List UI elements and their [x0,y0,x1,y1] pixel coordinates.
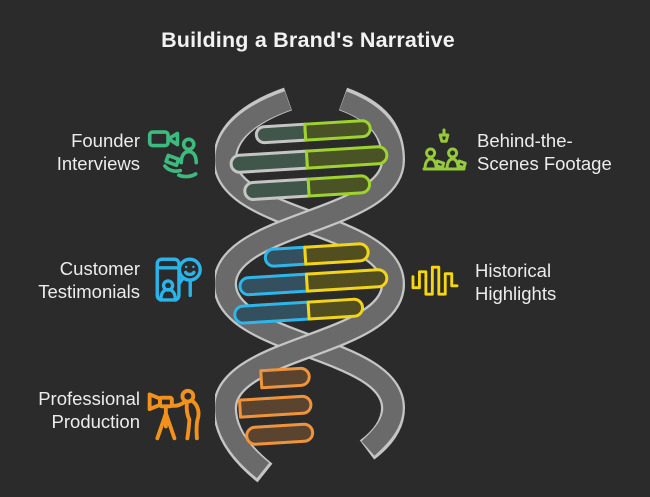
helix-strand-left [215,87,406,483]
label-line: Founder [71,130,140,151]
rung-group-blue-yellow [233,242,389,325]
label-line: Behind-the- [477,130,573,151]
helix-crossover [215,282,405,410]
label-line: Scenes Footage [477,153,612,174]
dna-helix-graphic [215,87,406,483]
label-line: Interviews [56,153,140,174]
camera-tripod-icon [147,388,201,441]
label-line: Highlights [475,283,557,304]
label-line: Professional [38,388,140,409]
film-set-icon [422,128,467,171]
label-historical-highlights: Historical Highlights [475,259,556,305]
label-line: Historical [475,260,552,281]
page-title: Building a Brand's Narrative [161,28,455,52]
label-founder-interviews: Founder Interviews [57,129,140,175]
label-customer-testimonials: Customer Testimonials [38,257,140,303]
label-professional-production: Professional Production [38,387,140,433]
video-interview-icon [147,130,199,179]
label-behind-the-scenes: Behind-the- Scenes Footage [477,129,612,175]
label-line: Testimonials [38,281,140,302]
rung-group-orange [238,366,315,446]
rung-group-green [229,119,389,201]
label-line: Production [51,411,140,432]
waveform-icon [411,265,459,296]
testimonial-phone-icon [155,257,202,302]
label-line: Customer [59,258,140,279]
helix-strand-right [215,87,406,460]
